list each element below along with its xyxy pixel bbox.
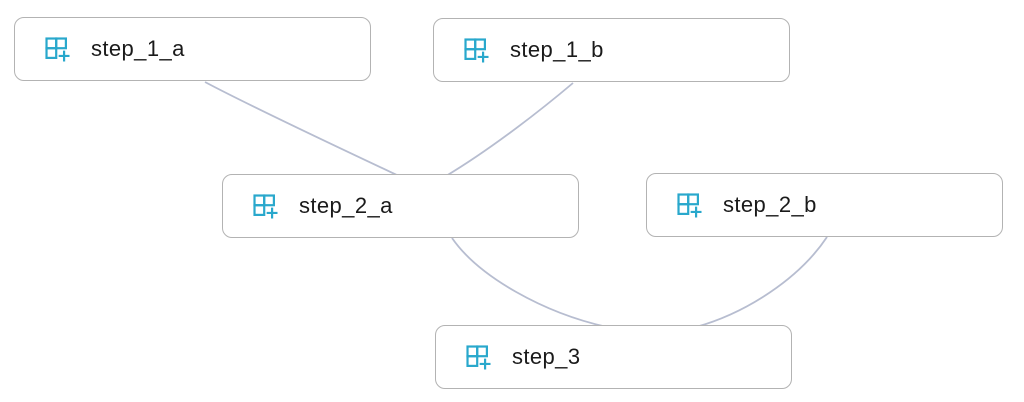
table-plus-icon [461, 35, 492, 66]
edge-step-1-a-to-step-2-a [204, 81, 400, 177]
node-label: step_3 [512, 344, 581, 369]
edge-step-2-a-to-step-3 [451, 237, 608, 328]
node-step-1-b[interactable]: step_1_b [433, 18, 790, 82]
node-label: step_2_a [299, 193, 393, 218]
node-label: step_1_b [510, 37, 604, 62]
node-step-2-a[interactable]: step_2_a [222, 174, 579, 238]
edge-step-2-b-to-step-3 [695, 236, 828, 328]
table-plus-icon [250, 191, 281, 222]
table-plus-icon [42, 34, 73, 65]
node-label: step_2_b [723, 192, 817, 217]
node-step-3[interactable]: step_3 [435, 325, 792, 389]
table-plus-icon [674, 190, 705, 221]
node-step-1-a[interactable]: step_1_a [14, 17, 371, 81]
table-plus-icon [463, 342, 494, 373]
node-step-2-b[interactable]: step_2_b [646, 173, 1003, 237]
node-label: step_1_a [91, 36, 185, 61]
edge-step-1-b-to-step-2-a [445, 82, 574, 177]
